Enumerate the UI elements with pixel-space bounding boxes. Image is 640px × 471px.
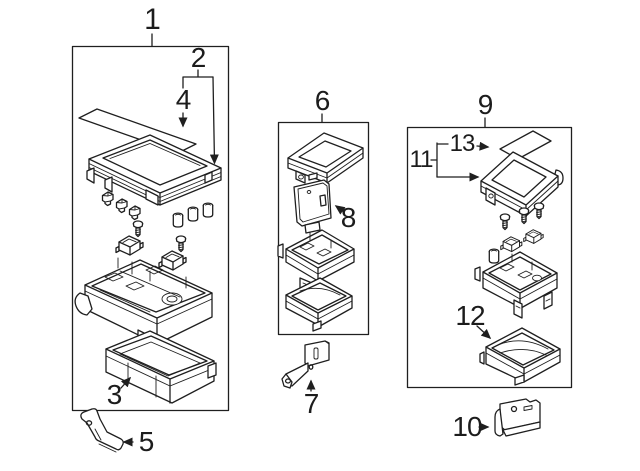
callout-10: 10 xyxy=(452,411,482,442)
control-module-drawing-8 xyxy=(293,172,332,234)
fuse-box-lower-tray-drawing-3 xyxy=(105,330,217,404)
relay-cylinder-drawing xyxy=(202,202,214,218)
callout-13: 13 xyxy=(449,130,476,157)
mounting-bolt-drawing xyxy=(132,220,144,238)
mounting-bolt-drawing xyxy=(499,213,511,231)
callout-4: 4 xyxy=(175,84,192,115)
mini-fuse-drawing xyxy=(115,198,128,214)
mounting-bolt-drawing xyxy=(533,202,545,220)
callout-3: 3 xyxy=(106,379,123,410)
mini-fuse-drawing xyxy=(128,205,141,221)
callout-6: 6 xyxy=(314,85,331,116)
label-sheet-drawing-13 xyxy=(499,130,552,160)
relay-cylinder-drawing xyxy=(488,248,500,264)
group-box-6 xyxy=(277,121,370,336)
relay-cylinder-drawing xyxy=(172,212,184,228)
mount-bracket-drawing-10 xyxy=(494,398,541,437)
callout-2: 2 xyxy=(190,42,207,73)
relay-block-drawing xyxy=(158,250,187,271)
callout-5: 5 xyxy=(138,426,155,457)
relay-block-drawing xyxy=(115,235,144,256)
relay-box-lower-tray-drawing-12 xyxy=(479,327,561,386)
relay-block-drawing xyxy=(523,229,544,244)
callout-7: 7 xyxy=(303,388,320,419)
group-box-9 xyxy=(406,126,573,389)
relay-box-lower-tray-drawing-6 xyxy=(285,277,353,332)
callout-leader-lines xyxy=(120,33,492,447)
callout-9: 9 xyxy=(477,89,494,120)
group-box-1 xyxy=(71,45,230,412)
mount-bracket-drawing-7 xyxy=(281,340,330,389)
callout-11: 11 xyxy=(409,146,434,173)
relay-cylinder-drawing xyxy=(187,206,199,222)
callout-8: 8 xyxy=(340,202,357,233)
mini-fuse-drawing xyxy=(101,191,114,207)
fuse-box-body-drawing-1 xyxy=(74,257,213,346)
relay-box-cover-drawing-11 xyxy=(480,151,564,217)
relay-block-drawing xyxy=(500,236,523,253)
relay-box-cover-drawing-6 xyxy=(287,132,364,184)
relay-box-body-drawing-9 xyxy=(474,251,558,319)
callout-12: 12 xyxy=(455,300,485,331)
fuse-box-cover-drawing-2 xyxy=(86,134,222,206)
callout-1: 1 xyxy=(144,3,161,36)
mounting-bolt-drawing xyxy=(175,235,187,253)
mount-bracket-drawing-5 xyxy=(80,408,124,453)
